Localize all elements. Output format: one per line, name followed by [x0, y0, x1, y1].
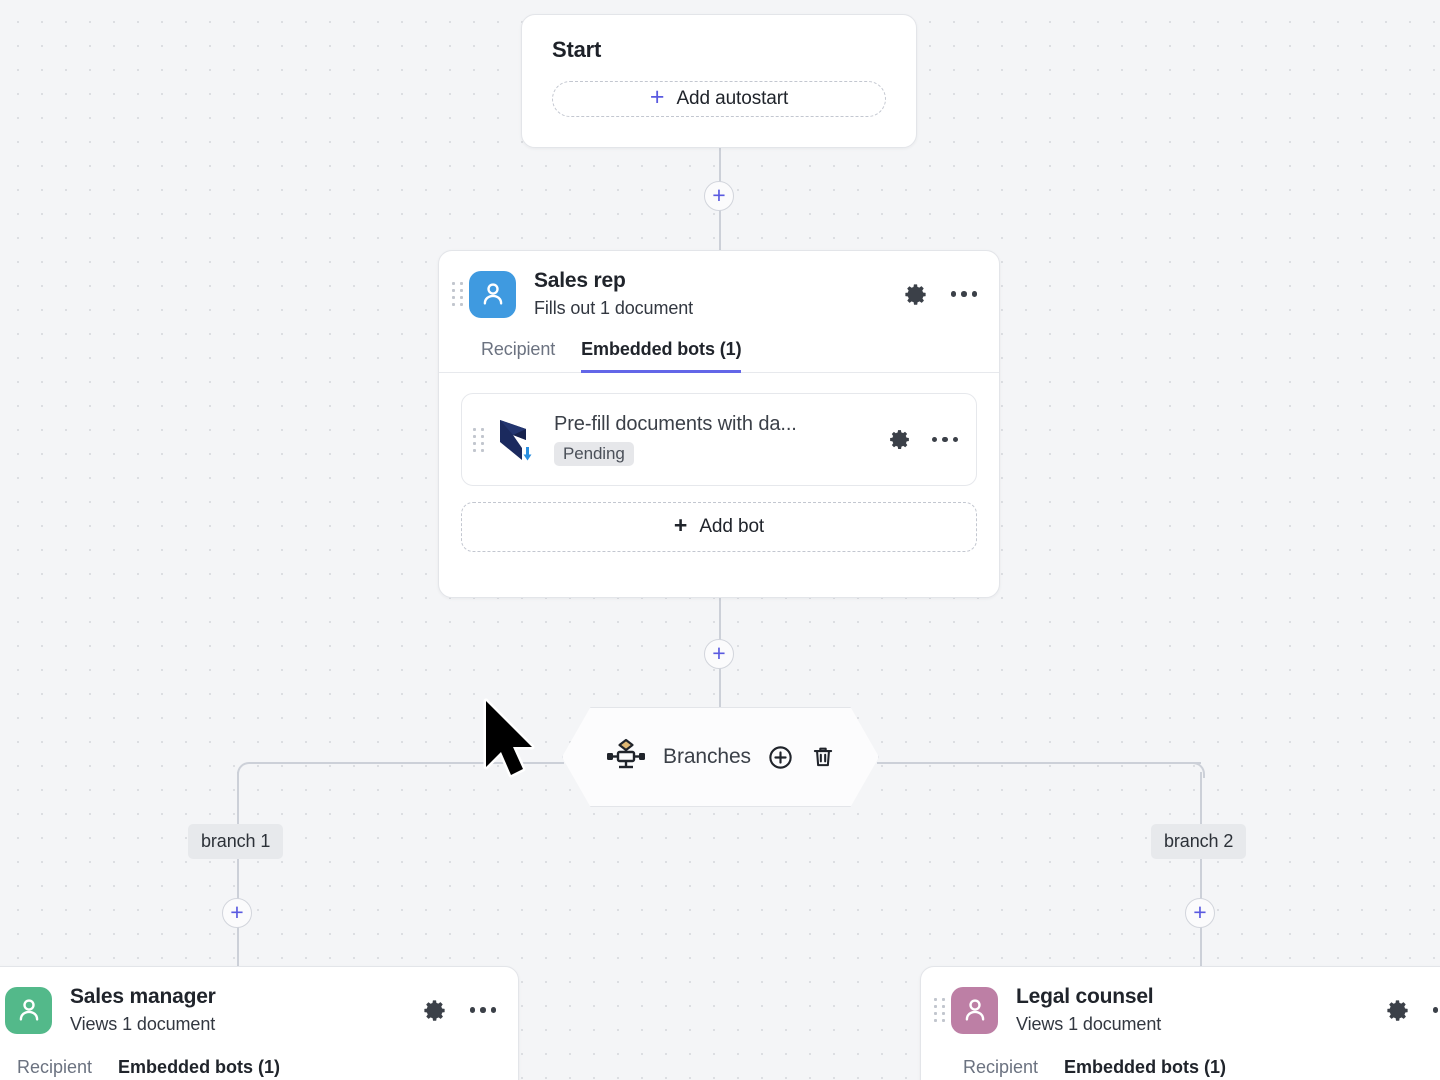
branches-node[interactable]: Branches [562, 707, 879, 807]
plus-icon: + [673, 512, 688, 539]
more-options-icon[interactable] [1432, 1007, 1440, 1013]
add-circle-icon[interactable] [767, 744, 794, 771]
tab-embedded-bots[interactable]: Embedded bots (1) [581, 339, 742, 374]
sales-manager-subtitle: Views 1 document [70, 1014, 216, 1035]
branches-icon [605, 736, 647, 779]
start-node[interactable]: Start + Add autostart [521, 14, 917, 148]
more-options-icon[interactable] [469, 1007, 496, 1013]
status-badge: Pending [554, 442, 634, 467]
mouse-pointer-icon [480, 697, 540, 785]
gear-icon[interactable] [887, 427, 912, 452]
user-avatar-icon [5, 986, 52, 1034]
branch-corner-right [1189, 762, 1205, 778]
add-autostart-button[interactable]: + Add autostart [552, 81, 886, 117]
drag-handle-icon[interactable] [933, 995, 945, 1025]
bot-text: Pre-fill documents with da... Pending [554, 413, 887, 467]
legal-counsel-title: Legal counsel [1016, 985, 1154, 1008]
legal-counsel-actions [1384, 997, 1440, 1024]
sales-rep-title: Sales rep [534, 269, 626, 292]
drag-handle-icon[interactable] [451, 279, 463, 309]
add-step-button-branch1[interactable]: + [222, 898, 252, 928]
plus-icon: + [1193, 898, 1207, 925]
branch-line-right [877, 762, 1201, 764]
add-bot-label: Add bot [699, 516, 765, 538]
add-step-button-1[interactable]: + [704, 181, 734, 211]
plus-icon: + [230, 898, 244, 925]
gear-icon[interactable] [1384, 997, 1411, 1024]
plus-icon: + [712, 181, 726, 208]
tab-recipient[interactable]: Recipient [963, 1057, 1039, 1078]
branches-label: Branches [663, 745, 751, 768]
branch-stem-left [237, 772, 239, 968]
recipient-node-sales-manager[interactable]: Sales manager Views 1 document Recipient… [0, 966, 519, 1080]
add-autostart-label: Add autostart [676, 88, 789, 109]
legal-counsel-tabs: Recipient Embedded bots (1) [921, 1057, 1440, 1078]
user-avatar-icon [951, 986, 998, 1034]
legal-counsel-subtitle: Views 1 document [1016, 1014, 1162, 1035]
sales-rep-body: Pre-fill documents with da... Pending [439, 373, 999, 553]
branch-line-left [249, 762, 564, 764]
sales-manager-header: Sales manager Views 1 document [0, 967, 518, 1035]
drag-handle-icon[interactable] [472, 425, 484, 455]
tab-recipient[interactable]: Recipient [17, 1057, 93, 1078]
bot-name: Pre-fill documents with da... [554, 413, 797, 436]
branch-stem-right [1200, 772, 1202, 968]
sales-rep-actions [902, 281, 977, 308]
tab-embedded-bots[interactable]: Embedded bots (1) [118, 1057, 281, 1078]
sales-manager-title: Sales manager [70, 985, 216, 1008]
gear-icon[interactable] [902, 281, 929, 308]
trash-icon[interactable] [810, 744, 836, 770]
add-step-button-branch2[interactable]: + [1185, 898, 1215, 928]
legal-counsel-header: Legal counsel Views 1 document [921, 967, 1440, 1035]
add-bot-button[interactable]: + Add bot [461, 502, 977, 553]
legal-counsel-text: Legal counsel Views 1 document [1016, 985, 1374, 1035]
sales-rep-text: Sales rep Fills out 1 document [534, 269, 892, 319]
start-node-title: Start [552, 37, 602, 62]
bot-actions [887, 427, 958, 452]
sales-manager-actions [421, 997, 496, 1024]
sales-rep-tabs: Recipient Embedded bots (1) [439, 339, 999, 374]
branch-corner-left [237, 762, 253, 778]
sales-rep-header: Sales rep Fills out 1 document [439, 251, 999, 319]
recipient-node-legal-counsel[interactable]: Legal counsel Views 1 document Recipient… [920, 966, 1440, 1080]
plus-icon: + [649, 83, 665, 111]
dynamics-365-bot-icon [496, 417, 536, 463]
branch-label-2[interactable]: branch 2 [1151, 824, 1247, 859]
bot-row[interactable]: Pre-fill documents with da... Pending [461, 393, 977, 487]
tab-recipient[interactable]: Recipient [481, 339, 556, 360]
more-options-icon[interactable] [950, 291, 977, 297]
sales-manager-tabs: Recipient Embedded bots (1) [0, 1057, 518, 1078]
plus-icon: + [712, 639, 726, 666]
sales-rep-subtitle: Fills out 1 document [534, 298, 694, 319]
gear-icon[interactable] [421, 997, 448, 1024]
branch-label-1[interactable]: branch 1 [188, 824, 284, 859]
user-avatar-icon [469, 270, 516, 318]
recipient-node-sales-rep[interactable]: Sales rep Fills out 1 document Recipient… [438, 250, 1000, 598]
sales-manager-text: Sales manager Views 1 document [70, 985, 411, 1035]
more-options-icon[interactable] [931, 436, 958, 443]
tab-embedded-bots[interactable]: Embedded bots (1) [1064, 1057, 1227, 1078]
add-step-button-2[interactable]: + [704, 639, 734, 669]
